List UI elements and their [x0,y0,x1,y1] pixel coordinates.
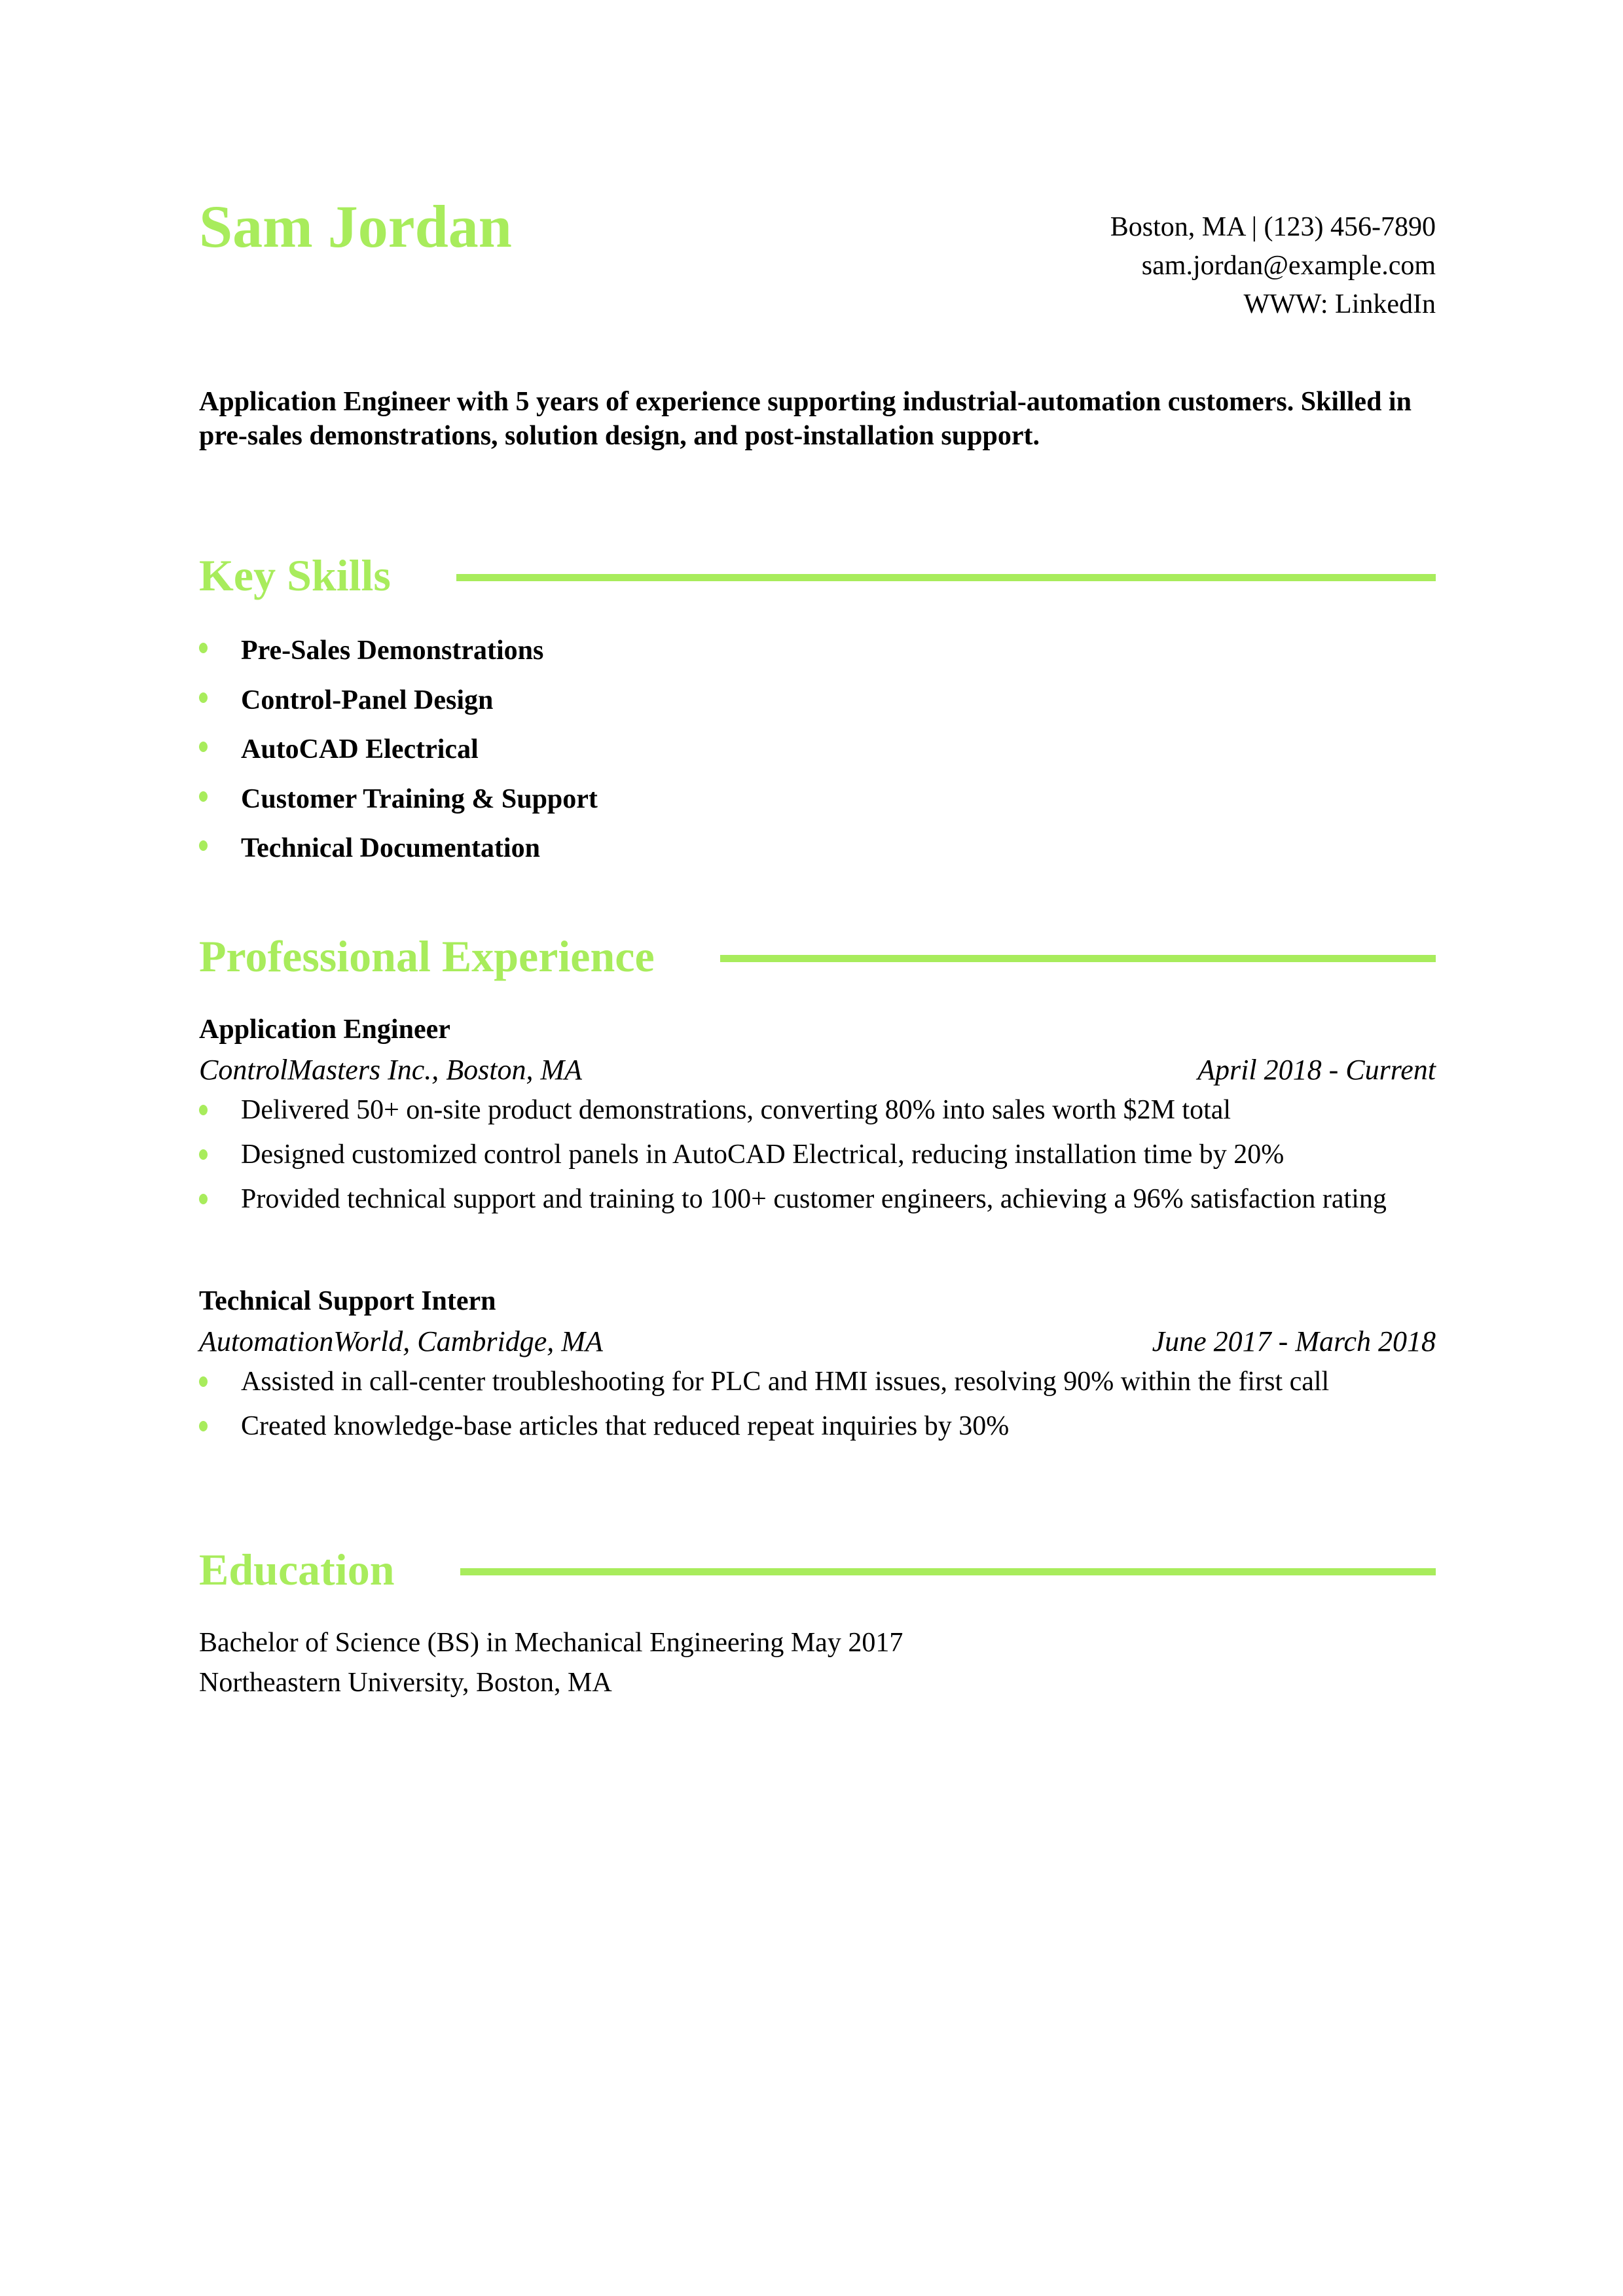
skill-item: Technical Documentation [199,826,598,876]
candidate-name: Sam Jordan [199,193,512,260]
section-divider [456,573,1436,581]
skills-list: Pre-Sales Demonstrations Control-Panel D… [199,628,598,876]
section-divider [720,954,1436,962]
job-title: Application Engineer [199,1014,450,1045]
skill-item: Control-Panel Design [199,678,598,728]
job-title: Technical Support Intern [199,1286,496,1316]
skill-item: Pre-Sales Demonstrations [199,628,598,678]
section-divider [460,1568,1436,1575]
contact-info: Boston, MA | (123) 456-7890 sam.jordan@e… [1110,208,1436,324]
skill-item: Customer Training & Support [199,777,598,827]
section-experience: Professional Experience [199,930,1436,982]
section-heading: Professional Experience [199,931,655,981]
job-entry: Application Engineer ControlMasters Inc.… [199,1009,1436,1229]
skill-item: AutoCAD Electrical [199,727,598,777]
location-phone: Boston, MA | (123) 456-7890 [1110,212,1436,242]
job-dates: June 2017 - March 2018 [1152,1325,1436,1357]
job-bullet: Created knowledge-base articles that red… [199,1412,1419,1441]
section-education: Education [199,1543,1436,1596]
linkedin-link[interactable]: WWW: LinkedIn [1243,289,1436,319]
school: Northeastern University, Boston, MA [199,1668,612,1698]
job-dates: April 2018 - Current [1197,1054,1436,1086]
education-entry: Bachelor of Science (BS) in Mechanical E… [199,1623,903,1703]
job-entry: Technical Support Intern AutomationWorld… [199,1281,1436,1456]
job-bullet: Assisted in call-center troubleshooting … [199,1367,1419,1397]
summary: Application Engineer with 5 years of exp… [199,387,1412,451]
job-bullet: Designed customized control panels in Au… [199,1140,1419,1170]
job-bullet: Delivered 50+ on-site product demonstrat… [199,1096,1419,1125]
email-link[interactable]: sam.jordan@example.com [1141,251,1436,281]
job-bullet: Provided technical support and training … [199,1185,1419,1214]
section-key-skills: Key Skills [199,549,1436,601]
section-heading: Education [199,1545,395,1594]
section-heading: Key Skills [199,550,391,600]
job-company: ControlMasters Inc., Boston, MA [199,1054,582,1086]
degree: Bachelor of Science (BS) in Mechanical E… [199,1628,903,1658]
job-company: AutomationWorld, Cambridge, MA [199,1325,603,1357]
